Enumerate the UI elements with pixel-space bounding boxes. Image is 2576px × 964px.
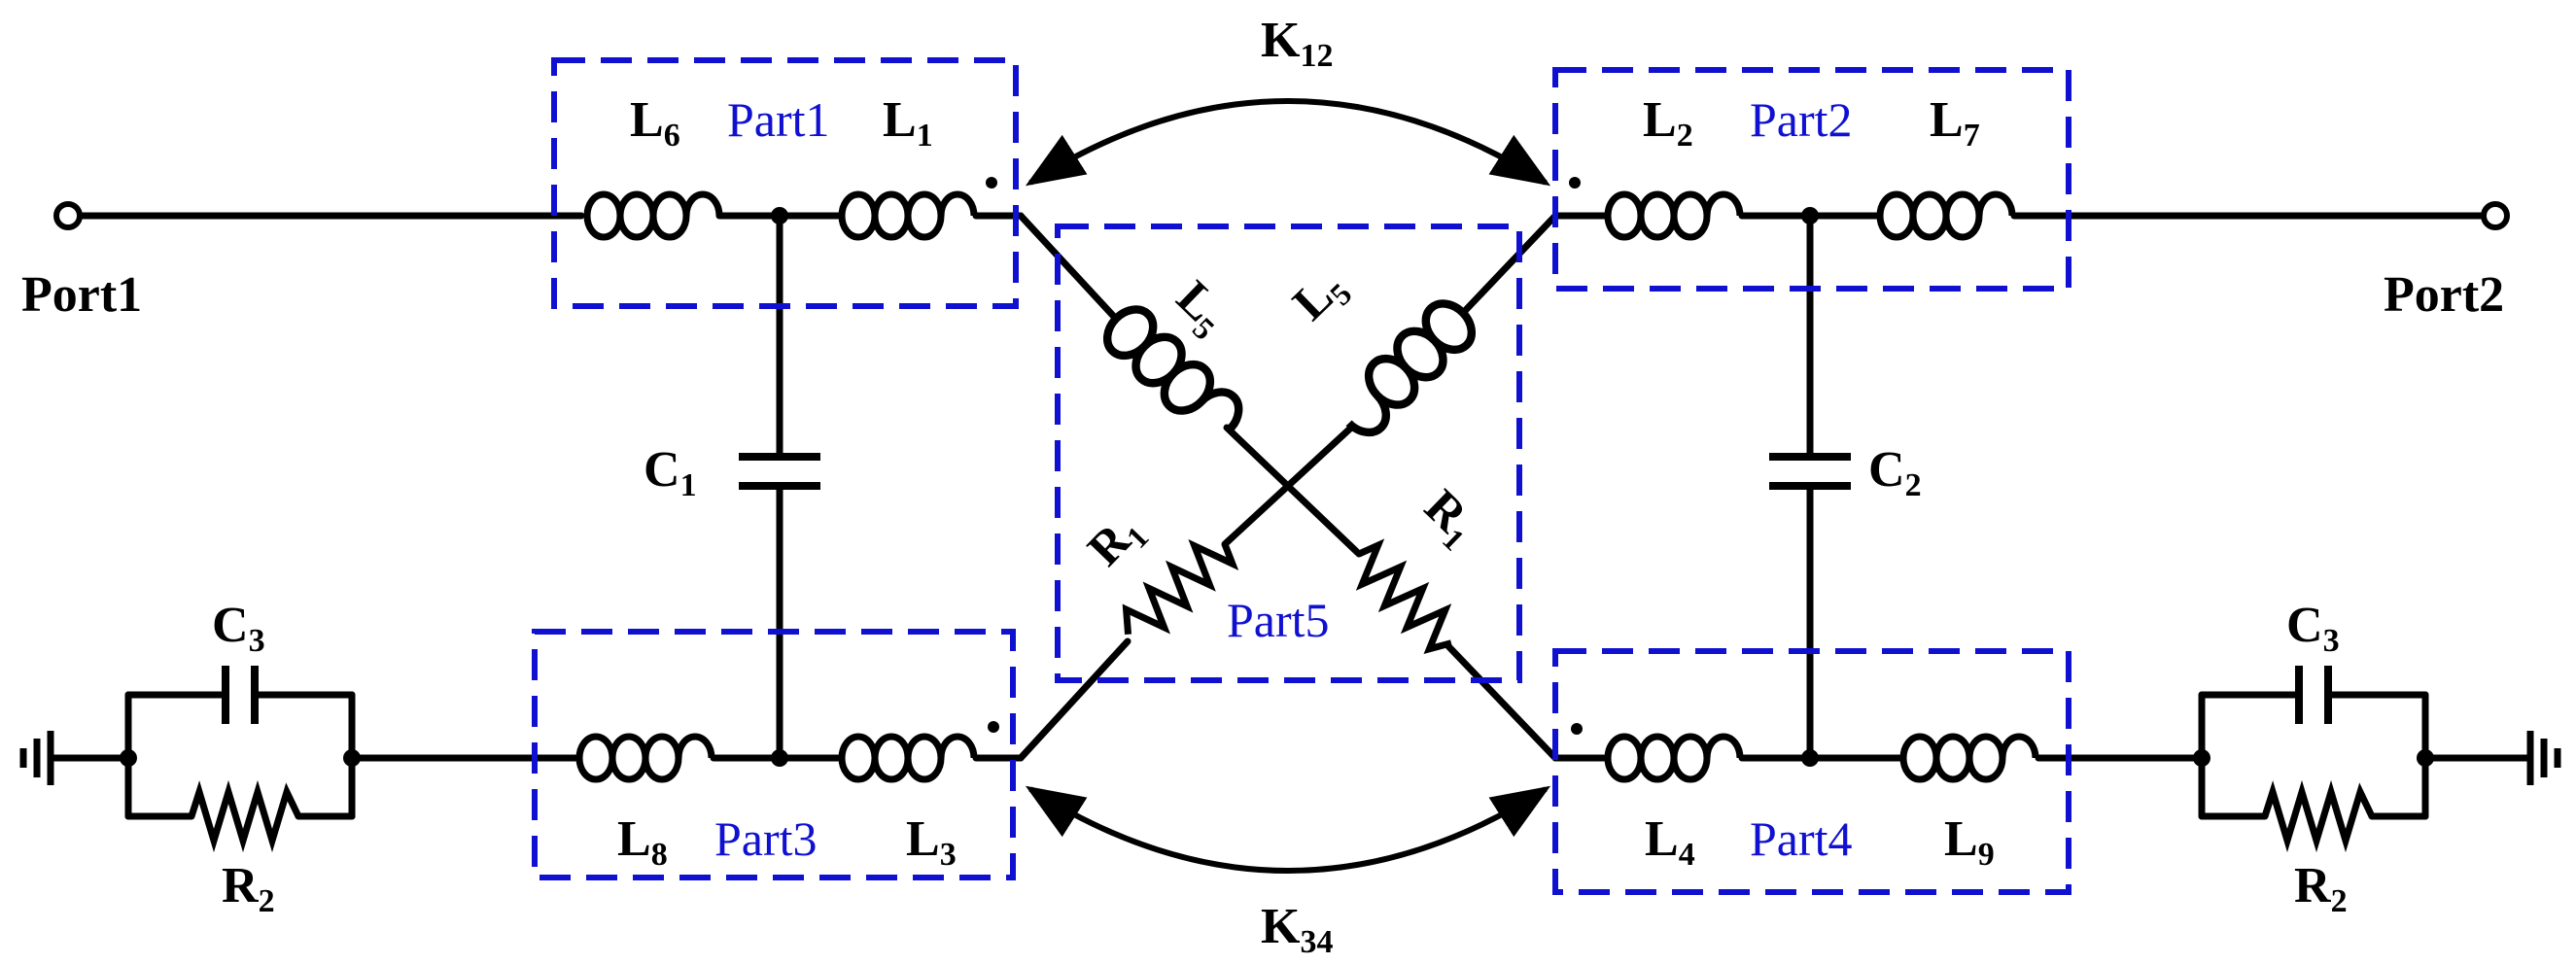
polarity-dots xyxy=(986,177,1583,735)
label-l5-right: L5 xyxy=(1282,258,1359,334)
part3-label: Part3 xyxy=(714,811,818,866)
capacitor-c3-right xyxy=(2295,666,2332,724)
label-r1-right: R1 xyxy=(1410,479,1489,558)
part5-label: Part5 xyxy=(1227,593,1330,647)
junctions xyxy=(120,207,2434,767)
wire-cross-a1 xyxy=(1017,212,1120,323)
inductor-l7 xyxy=(1880,194,2012,237)
junction-c2-top xyxy=(1801,207,1819,224)
port1-terminal[interactable] xyxy=(53,201,83,230)
label-l8: L8 xyxy=(617,811,668,873)
coupling-arrow-k34 xyxy=(1025,785,1551,874)
wire-cross-b3 xyxy=(1017,637,1131,762)
label-r1-left: R1 xyxy=(1077,501,1156,580)
part3-box xyxy=(532,629,1016,880)
junction-c1-bottom xyxy=(771,749,788,767)
resistor-r2-left xyxy=(188,779,302,853)
label-c3-left: C3 xyxy=(212,598,265,659)
wire-cross-b2 xyxy=(1221,424,1355,548)
label-l1: L1 xyxy=(883,92,933,154)
inductor-l2 xyxy=(1608,194,1740,237)
wire-cross-a3 xyxy=(1445,642,1559,762)
ground-left-icon xyxy=(19,731,54,785)
port2-terminal[interactable] xyxy=(2481,201,2510,230)
label-c1: C1 xyxy=(644,442,697,503)
label-l4: L4 xyxy=(1645,811,1695,873)
inductor-l6 xyxy=(587,194,719,237)
part-boxes xyxy=(532,57,2071,895)
junction-rc-right-a xyxy=(2193,749,2210,767)
capacitor-c2 xyxy=(1769,453,1851,490)
polarity-dot-l3 xyxy=(988,721,999,733)
label-k34: K34 xyxy=(1261,899,1333,960)
label-l5-left: L5 xyxy=(1163,270,1239,347)
label-l3: L3 xyxy=(906,811,957,873)
wire-cross-a2 xyxy=(1223,424,1363,558)
port2-label: Port2 xyxy=(2384,267,2504,323)
inductor-l4 xyxy=(1608,737,1740,779)
part1-box xyxy=(551,57,1019,309)
wire-cross-b1 xyxy=(1459,212,1559,317)
part4-label: Part4 xyxy=(1750,811,1853,866)
junction-rc-left-b xyxy=(343,749,361,767)
label-c3-right: C3 xyxy=(2286,598,2340,659)
part2-box xyxy=(1552,67,2071,292)
part5-box xyxy=(1055,224,1522,683)
junction-rc-right-b xyxy=(2417,749,2434,767)
junction-c1-top xyxy=(771,207,788,224)
junction-c2-bottom xyxy=(1801,749,1819,767)
capacitor-c3-left xyxy=(222,666,259,724)
coupling-arrow-k12 xyxy=(1025,98,1551,187)
resistor-r1-left xyxy=(1122,538,1239,636)
label-l7: L7 xyxy=(1930,92,1980,154)
resistor-r2-right xyxy=(2261,779,2376,853)
junction-rc-left-a xyxy=(120,749,137,767)
resistor-r1-right xyxy=(1355,538,1452,654)
inductor-l9 xyxy=(1903,737,2036,779)
port1-label: Port1 xyxy=(21,267,142,323)
polarity-dot-l1 xyxy=(986,177,997,189)
label-l2: L2 xyxy=(1643,92,1693,154)
label-l6: L6 xyxy=(630,92,680,154)
inductor-l3 xyxy=(842,737,974,779)
capacitor-c1 xyxy=(739,453,820,490)
polarity-dot-l2 xyxy=(1569,177,1581,189)
inductor-l5-right xyxy=(1331,294,1480,441)
wires xyxy=(50,212,2531,820)
part2-label: Part2 xyxy=(1750,92,1853,147)
part4-box xyxy=(1552,648,2071,895)
ground-right-icon xyxy=(2526,731,2561,785)
inductor-l1 xyxy=(842,194,974,237)
label-r2-right: R2 xyxy=(2294,858,2348,919)
label-k12: K12 xyxy=(1261,13,1333,74)
label-c2: C2 xyxy=(1868,442,1922,503)
polarity-dot-l4 xyxy=(1571,723,1583,735)
part1-label: Part1 xyxy=(727,92,830,147)
inductor-l8 xyxy=(579,737,712,779)
label-l9: L9 xyxy=(1944,811,1995,873)
label-r2-left: R2 xyxy=(222,858,275,919)
